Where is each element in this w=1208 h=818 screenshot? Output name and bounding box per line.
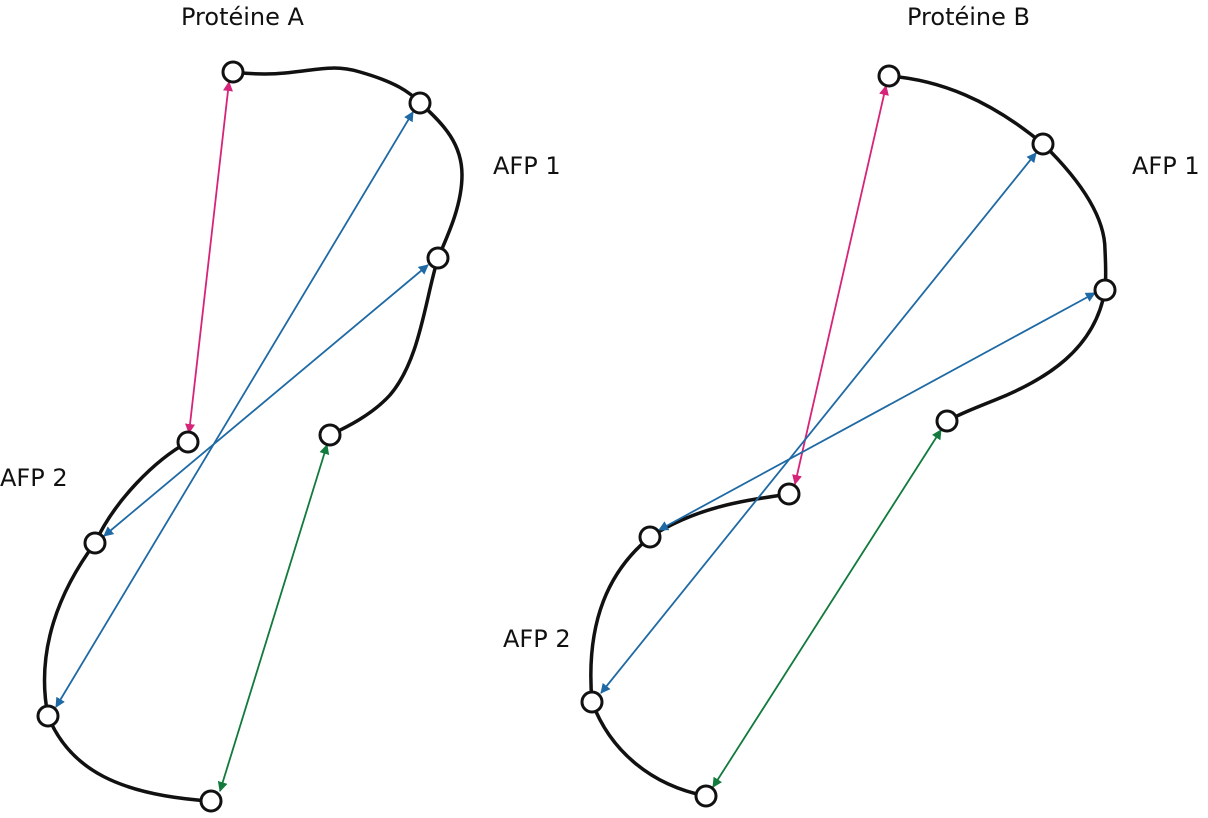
protein-a-group	[36, 60, 464, 813]
protein-a-blue-link-1	[55, 111, 414, 708]
protein-b-blue-link-1	[600, 152, 1037, 694]
protein-b-backbone	[888, 74, 1108, 423]
protein-a-afp1-label: AFP 1	[493, 152, 561, 180]
protein-b-residue	[1093, 278, 1117, 302]
protein-b-blue-link-2	[658, 292, 1096, 531]
protein-a-residue	[408, 91, 432, 115]
protein-a-residue	[199, 789, 223, 813]
protein-a-residue	[221, 60, 245, 84]
protein-b-residue	[777, 482, 801, 506]
protein-a-residue	[426, 246, 450, 270]
protein-b-residue	[935, 409, 959, 433]
protein-b-afp2-label: AFP 2	[503, 625, 571, 653]
protein-a-blue-link-2	[103, 264, 429, 537]
protein-b-residue	[638, 525, 662, 549]
protein-b-residue	[694, 784, 718, 808]
protein-b-residue	[877, 64, 901, 88]
protein-a-green-link	[217, 444, 330, 792]
protein-a-backbone	[232, 66, 464, 437]
protein-a-afp2-label: AFP 2	[0, 464, 68, 492]
protein-b-residue	[580, 690, 604, 714]
protein-a-residue	[83, 531, 107, 555]
protein-a-magenta-link	[185, 81, 233, 434]
protein-b-magenta-link	[792, 85, 889, 485]
protein-a-title: Protéine A	[181, 3, 304, 31]
protein-a-residue	[318, 423, 342, 447]
protein-a-backbone-lower	[42, 440, 211, 803]
protein-b-afp1-label: AFP 1	[1132, 152, 1200, 180]
protein-b-backbone-lower	[589, 492, 790, 798]
protein-b-residue	[1031, 132, 1055, 156]
protein-b-title: Protéine B	[907, 3, 1030, 31]
protein-b-green-link	[712, 429, 942, 788]
protein-a-residue	[176, 430, 200, 454]
protein-a-residue	[36, 704, 60, 728]
protein-b-group	[580, 64, 1117, 808]
